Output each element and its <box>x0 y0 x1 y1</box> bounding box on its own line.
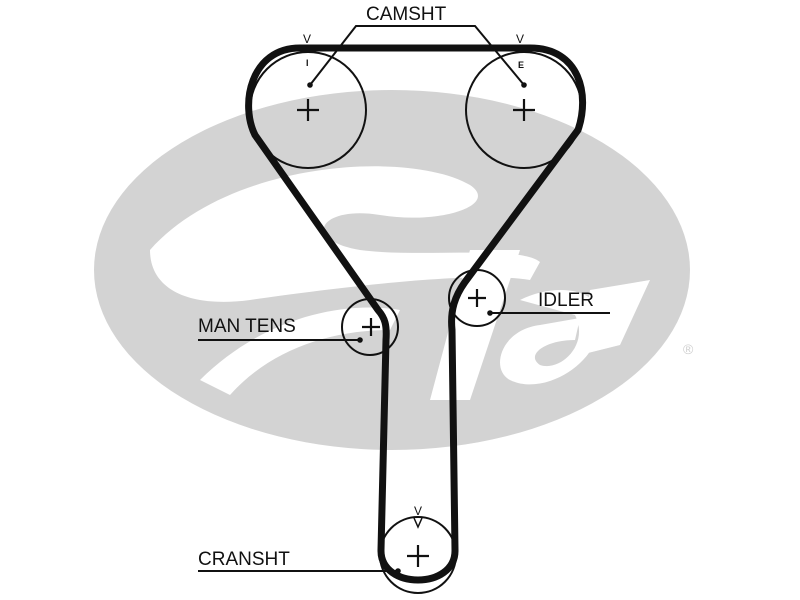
cam-intake-dot <box>307 82 313 88</box>
crankshaft-center-icon <box>407 545 429 567</box>
watermark-letter-s <box>580 280 650 355</box>
watermark-swash <box>200 307 400 395</box>
tensioner-center-icon <box>362 318 380 336</box>
camshaft-leader-line <box>309 25 525 86</box>
tensioner-dot <box>357 337 363 343</box>
cam-intake-timing-mark: V <box>303 32 311 46</box>
cam-exhaust-letter: E <box>518 60 524 70</box>
cam-intake-letter: I <box>306 58 309 68</box>
watermark-letter-g <box>150 166 540 302</box>
crankshaft-label: CRANSHT <box>198 549 290 570</box>
timing-belt <box>245 44 587 584</box>
idler-dot <box>487 310 493 316</box>
idler-center-icon <box>468 289 486 307</box>
cam-exhaust-timing-mark: V <box>516 32 524 46</box>
pulley-center-marks <box>297 99 535 567</box>
cam-intake-center-icon <box>297 99 319 121</box>
gates-watermark: ® <box>94 90 694 450</box>
crank-timing-mark: V <box>414 504 422 518</box>
cam-exhaust-center-icon <box>513 99 535 121</box>
crank-timing-arrow-icon <box>413 517 423 529</box>
camshaft-label: CAMSHT <box>366 4 447 25</box>
idler-label: IDLER <box>538 290 594 311</box>
crankshaft-dot <box>395 568 401 574</box>
manual-tensioner-label: MAN TENS <box>198 316 296 337</box>
cam-exhaust-dot <box>521 82 527 88</box>
registered-mark: ® <box>683 341 694 357</box>
